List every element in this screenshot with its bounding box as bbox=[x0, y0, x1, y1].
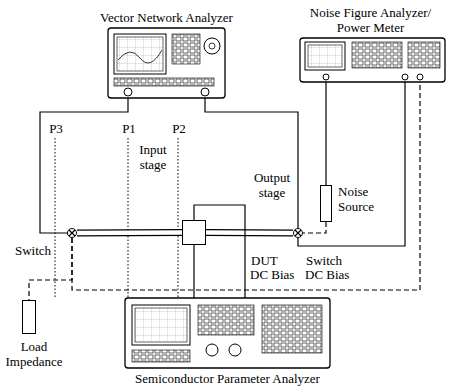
switch-symbol: Switch bbox=[293, 228, 303, 238]
load-impedance: Load Impedance bbox=[22, 300, 36, 334]
node-label: Semiconductor Parameter Analyzer bbox=[105, 371, 350, 386]
noise-source: Noise Source bbox=[320, 185, 332, 222]
reference-plane-label: P2 bbox=[168, 121, 190, 136]
reference-plane-label: P3 bbox=[45, 121, 67, 136]
cable bbox=[205, 98, 298, 228]
annotation-label: Input stage bbox=[132, 142, 174, 172]
switch-symbol: Switch bbox=[67, 228, 77, 238]
cable bbox=[194, 205, 245, 298]
switch-cross bbox=[67, 228, 77, 238]
cable bbox=[298, 82, 405, 246]
cable bbox=[40, 98, 128, 233]
node-label: Switch bbox=[15, 243, 55, 258]
dut-box: DUT bbox=[182, 220, 206, 245]
spa-instrument: Semiconductor Parameter Analyzer bbox=[125, 298, 330, 368]
vna-illustration bbox=[108, 28, 225, 98]
dashed-cable bbox=[72, 82, 420, 290]
coax-line bbox=[77, 232, 182, 234]
dashed-cable bbox=[303, 222, 326, 233]
annotation-label: DC Bias bbox=[305, 267, 355, 282]
node-label: DUT bbox=[251, 253, 291, 268]
node-label: Noise Figure Analyzer/ Power Meter bbox=[296, 5, 445, 35]
switch-cross bbox=[293, 228, 303, 238]
reference-plane-lines bbox=[55, 138, 178, 298]
node-label: Switch bbox=[306, 253, 356, 268]
node-label: Noise Source bbox=[338, 184, 388, 214]
coax-line bbox=[206, 232, 293, 234]
cable bbox=[194, 245, 195, 298]
annotation-label: Output stage bbox=[250, 170, 294, 200]
reference-plane-label: P1 bbox=[118, 121, 140, 136]
cable bbox=[326, 82, 327, 185]
node-label: Load Impedance bbox=[3, 339, 65, 369]
annotation-label: DC Bias bbox=[250, 267, 300, 282]
vna-instrument: Vector Network Analyzer bbox=[108, 28, 225, 98]
spa-illustration bbox=[125, 298, 330, 368]
node-label: Vector Network Analyzer bbox=[78, 10, 255, 25]
nfa-illustration bbox=[300, 38, 445, 82]
nfa-instrument: Noise Figure Analyzer/ Power Meter bbox=[300, 38, 445, 82]
